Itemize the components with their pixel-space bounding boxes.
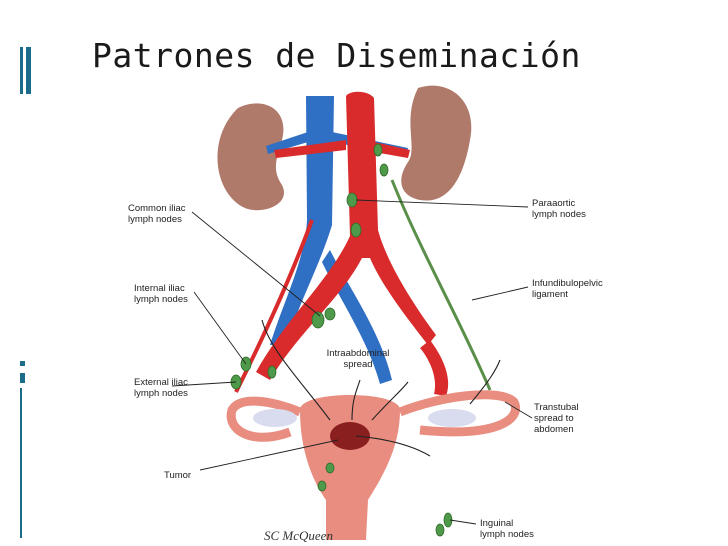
label-infundibulopelvic-ligament-line: ligament — [532, 289, 568, 300]
right-kidney — [401, 85, 472, 201]
fallopian-tube-right — [398, 390, 520, 437]
renal-artery-left — [274, 140, 346, 158]
label-external-iliac-lymph-nodes-line: lymph nodes — [134, 388, 188, 399]
left-kidney — [217, 103, 284, 211]
label-infundibulopelvic-ligament-line: Infundibulopelvic — [532, 278, 603, 289]
label-paraaortic-lymph-nodes-line: lymph nodes — [532, 209, 586, 220]
uterus — [300, 395, 400, 540]
ovarian-vessel-right — [390, 179, 492, 391]
slide-title: Patrones de Diseminación — [92, 36, 581, 75]
spread-arrows — [261, 319, 501, 457]
external-iliac-artery-right — [420, 340, 449, 396]
label-inguinal-lymph-nodes-line: Inguinal — [480, 518, 513, 529]
label-transtubal-spread-line: abdomen — [534, 424, 574, 435]
label-intraabdominal-spread-line: Intraabdominal — [327, 348, 390, 359]
label-common-iliac-lymph-nodes-line: lymph nodes — [128, 214, 182, 225]
ovary-right — [428, 409, 476, 427]
fallopian-tube-left — [226, 396, 302, 442]
label-paraaortic-lymph-nodes-line: Paraaortic — [532, 198, 576, 209]
renal-vein-left — [266, 132, 308, 154]
ovary-left — [253, 409, 297, 427]
tumor-mass — [330, 422, 370, 450]
lymph-node-group — [230, 143, 453, 537]
aorta — [256, 91, 436, 381]
label-transtubal-spread-line: Transtubal — [534, 402, 579, 413]
slide-accent-bar — [20, 373, 25, 383]
label-common-iliac-lymph-nodes-line: Common iliac — [128, 203, 186, 214]
label-tumor-line: Tumor — [164, 470, 191, 481]
slide-accent-line — [20, 388, 22, 538]
label-internal-iliac-lymph-nodes-line: Internal iliac — [134, 283, 185, 294]
label-tumor: Tumor — [164, 470, 191, 481]
slide-accent-top-2 — [26, 47, 31, 94]
ovarian-vessel-left — [234, 219, 314, 393]
label-external-iliac-lymph-nodes-line: External iliac — [134, 377, 188, 388]
slide-accent-top — [20, 47, 23, 94]
label-inguinal-lymph-nodes-line: lymph nodes — [480, 529, 534, 540]
label-internal-iliac-lymph-nodes-line: lymph nodes — [134, 294, 188, 305]
renal-artery-right — [374, 142, 410, 158]
artist-signature: SC McQueen — [264, 528, 333, 543]
label-transtubal-spread-line: spread to — [534, 413, 574, 424]
leader-lines — [171, 199, 533, 525]
label-intraabdominal-spread-line: spread — [343, 359, 372, 370]
vena-cava — [270, 96, 334, 345]
slide-accent-square — [20, 361, 25, 366]
